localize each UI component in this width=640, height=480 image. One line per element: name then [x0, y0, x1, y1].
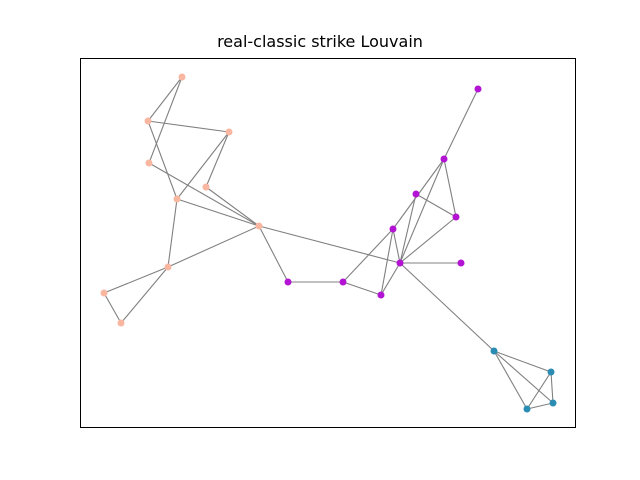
node-n19 — [457, 259, 465, 267]
edge-n17-n18 — [399, 216, 457, 264]
node-n18 — [396, 259, 404, 267]
edge-n15-n18 — [392, 228, 401, 264]
node-n4 — [145, 159, 153, 167]
edge-n12-n13 — [342, 281, 382, 296]
edge-n1-n2 — [147, 76, 183, 122]
edge-n13-n15 — [380, 228, 394, 296]
edge-n21-n24 — [493, 350, 528, 410]
edge-n21-n23 — [493, 350, 554, 404]
node-n8 — [164, 263, 172, 271]
edge-n3-n6 — [176, 131, 230, 200]
edge-n14-n16 — [443, 88, 479, 160]
edge-n23-n24 — [526, 402, 554, 410]
edge-n9-n10 — [103, 292, 122, 324]
edge-n6-n8 — [167, 198, 178, 268]
node-n3 — [225, 128, 233, 136]
edge-n3-n5 — [205, 131, 230, 188]
node-n11 — [284, 278, 292, 286]
edge-n6-n7 — [176, 198, 260, 227]
edges-layer — [103, 76, 554, 410]
node-n6 — [173, 195, 181, 203]
edge-n7-n11 — [258, 225, 289, 283]
node-n14 — [474, 85, 482, 93]
edge-n2-n3 — [147, 120, 230, 133]
edge-n16-n17 — [443, 158, 457, 218]
edge-n7-n18 — [258, 225, 401, 264]
node-n23 — [549, 399, 557, 407]
edge-n2-n6 — [147, 120, 178, 200]
edge-n4-n7 — [148, 162, 260, 227]
edge-n18-n20 — [399, 193, 417, 264]
node-n5 — [202, 183, 210, 191]
edge-n21-n22 — [493, 350, 552, 373]
edge-n1-n4 — [148, 76, 183, 164]
node-n7 — [255, 222, 263, 230]
edge-n12-n15 — [342, 228, 394, 283]
node-n1 — [178, 73, 186, 81]
edge-n13-n18 — [380, 262, 401, 296]
edge-n18-n21 — [399, 262, 495, 352]
plot-frame — [80, 58, 576, 428]
edge-n8-n10 — [120, 266, 169, 324]
edge-n8-n9 — [103, 266, 169, 294]
chart-title: real-classic strike Louvain — [217, 32, 423, 51]
node-n15 — [389, 225, 397, 233]
edge-n17-n20 — [415, 193, 457, 218]
node-n21 — [490, 347, 498, 355]
edge-n7-n8 — [167, 225, 260, 268]
node-n9 — [100, 289, 108, 297]
node-n24 — [523, 405, 531, 413]
edge-n16-n18 — [399, 158, 445, 264]
node-n13 — [377, 291, 385, 299]
edge-n5-n7 — [205, 186, 260, 227]
edge-n22-n24 — [526, 371, 552, 410]
node-n12 — [339, 278, 347, 286]
node-n2 — [144, 117, 152, 125]
node-n10 — [117, 319, 125, 327]
nodes-layer — [100, 73, 557, 413]
node-n22 — [547, 368, 555, 376]
edge-n22-n23 — [550, 371, 554, 404]
node-n20 — [412, 190, 420, 198]
node-n17 — [452, 213, 460, 221]
node-n16 — [440, 155, 448, 163]
